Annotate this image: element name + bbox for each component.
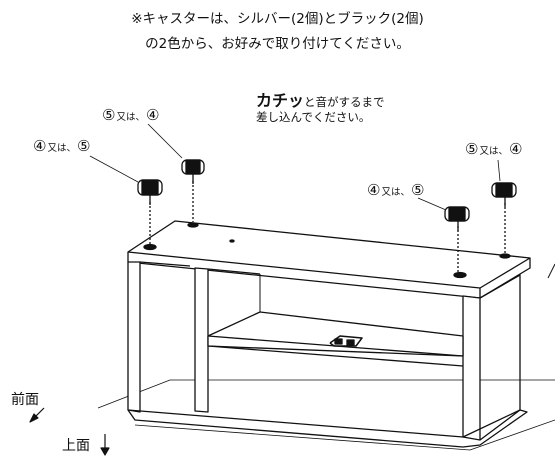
front-direction-arrow xyxy=(29,407,45,423)
caster-color-note-line1: ※キャスターは、シルバー(2個)とブラック(2個) xyxy=(131,11,424,27)
caster-rear-right xyxy=(491,182,517,253)
caster-label-front-left: ④又は、⑤ xyxy=(33,137,91,155)
top-panel xyxy=(127,220,531,299)
click-instruction-line2: 差し込んでください。 xyxy=(256,110,371,124)
bottom-panel xyxy=(127,409,528,448)
caster-rear-left xyxy=(181,159,205,222)
shelf xyxy=(207,311,464,367)
edge-mark xyxy=(547,263,555,279)
front-face-label: 前面 xyxy=(11,392,39,408)
left-side-panel xyxy=(127,261,191,413)
center-divider xyxy=(194,267,261,413)
caster-label-rear-right: ⑤又は、④ xyxy=(465,140,523,158)
caster-color-note-line2: の2色から、お好みで取り付けてください。 xyxy=(145,36,410,52)
top-face-label: 上面 xyxy=(62,438,90,454)
top-direction-arrow xyxy=(100,434,110,456)
floor-outline xyxy=(97,379,555,409)
click-sound-word: カチッ xyxy=(256,91,305,110)
click-instruction: カチッと音がするまで 差し込んでください。 xyxy=(256,93,385,125)
caster-front-right xyxy=(444,206,470,272)
caster-front-left xyxy=(137,179,163,244)
caster-holes xyxy=(143,222,511,279)
right-side-panel xyxy=(462,274,521,441)
click-instruction-rest: と音がするまで xyxy=(304,95,385,109)
leader-lines xyxy=(89,123,501,211)
caster-label-rear-left: ⑤又は、④ xyxy=(102,106,160,124)
floor-outline-front xyxy=(134,419,555,451)
caster-label-front-right: ④又は、⑤ xyxy=(367,181,425,199)
